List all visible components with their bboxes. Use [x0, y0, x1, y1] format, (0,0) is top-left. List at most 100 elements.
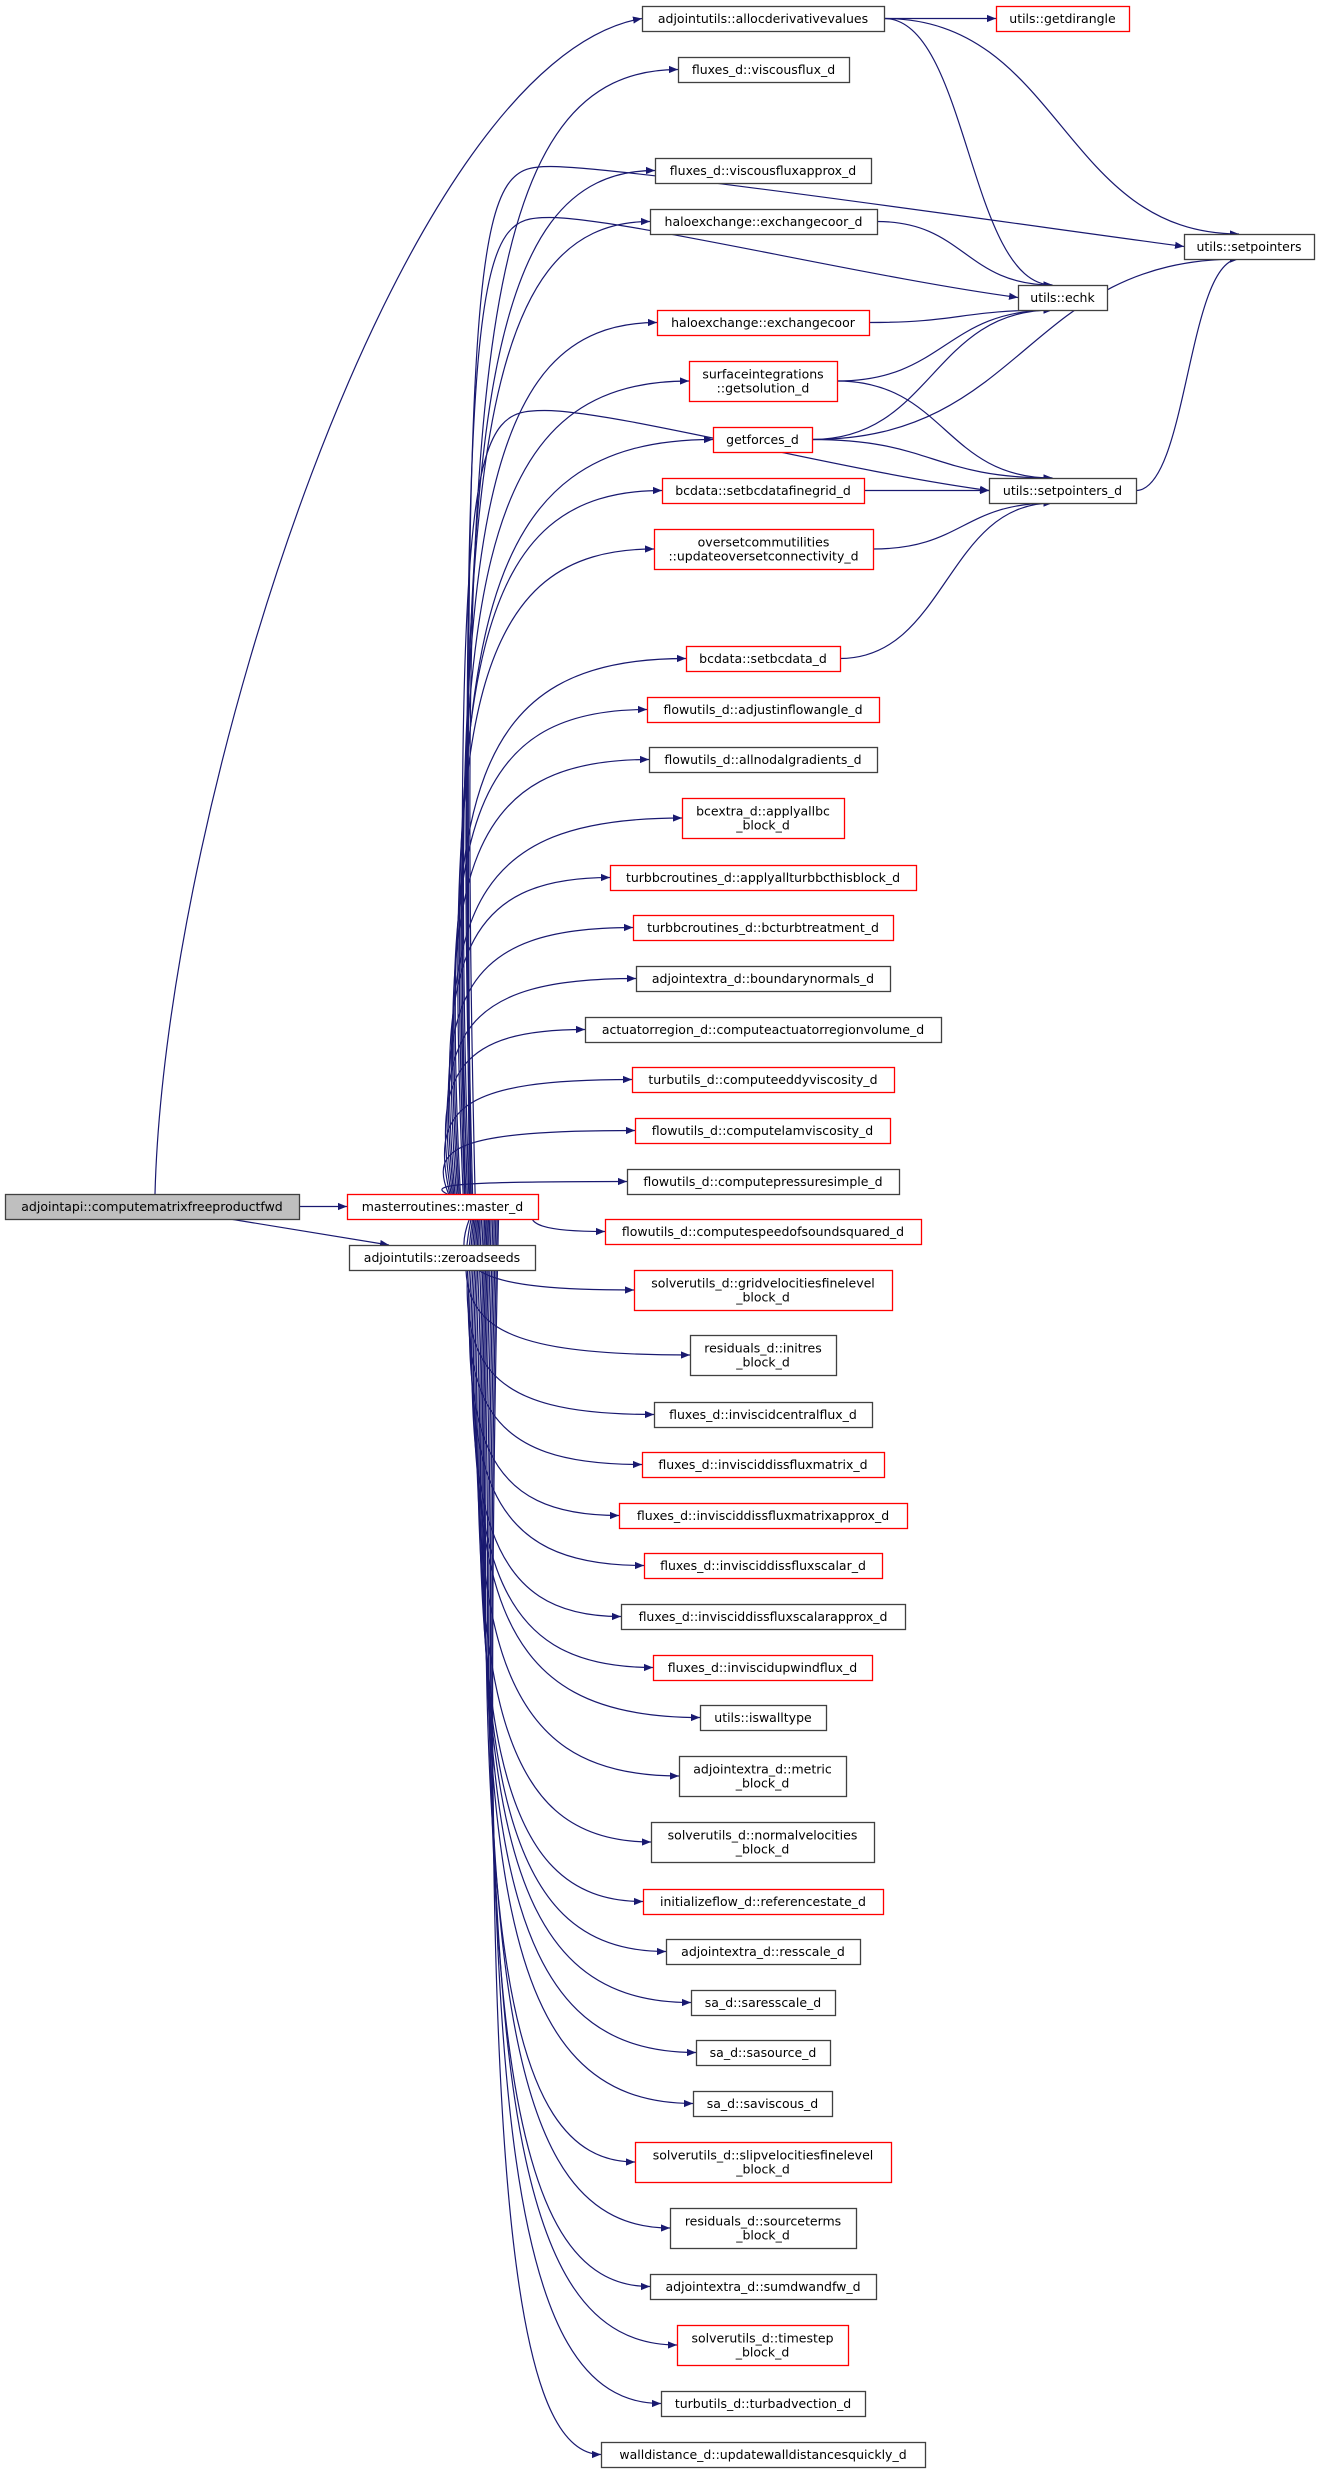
- node-viscousfluxapprox-d[interactable]: fluxes_d::viscousfluxapprox_d: [654, 157, 873, 185]
- node-label: adjointextra_d::metric: [693, 1762, 832, 1777]
- node-metric-block-d[interactable]: adjointextra_d::metric_block_d: [678, 1755, 848, 1798]
- node-getsolution-d[interactable]: surfaceintegrations::getsolution_d: [688, 360, 839, 403]
- node-initres-block-d[interactable]: residuals_d::initres_block_d: [689, 1334, 838, 1377]
- node-turbadvection-d[interactable]: turbutils_d::turbadvection_d: [660, 2390, 867, 2418]
- edge-master-d-to-referencestate-d: [478, 1218, 644, 1906]
- node-box: [1017, 284, 1109, 312]
- node-setpointers[interactable]: utils::setpointers: [1183, 233, 1316, 261]
- node-label: haloexchange::exchangecoor: [671, 315, 856, 330]
- node-box: [642, 1888, 885, 1916]
- node-getforces-d[interactable]: getforces_d: [712, 426, 814, 454]
- node-label: _block_d: [735, 2345, 790, 2360]
- edge-getforces-d-to-setpointers: [811, 255, 1240, 441]
- node-gridvelocitiesfinelevel-block-d[interactable]: solverutils_d::gridvelocitiesfinelevel_b…: [633, 1269, 894, 1312]
- node-box: [649, 2273, 878, 2301]
- edge-master-d-to-boundarynormals-d: [446, 974, 637, 1195]
- node-referencestate-d[interactable]: initializeflow_d::referencestate_d: [642, 1888, 885, 1916]
- node-updateoversetconnectivity-d[interactable]: oversetcommutilities::updateoversetconne…: [653, 528, 875, 571]
- node-computeactuatorregionvolume-d[interactable]: actuatorregion_d::computeactuatorregionv…: [584, 1016, 943, 1044]
- node-saviscous-d[interactable]: sa_d::saviscous_d: [692, 2090, 834, 2118]
- node-label: fluxes_d::invisciddissfluxscalar_d: [660, 1558, 866, 1573]
- node-box: [661, 477, 866, 505]
- node-resscale-d[interactable]: adjointextra_d::resscale_d: [665, 1938, 862, 1966]
- edge-master-d-to-resscale-d: [479, 1218, 667, 1956]
- node-sasource-d[interactable]: sa_d::sasource_d: [695, 2039, 832, 2067]
- node-boundarynormals-d[interactable]: adjointextra_d::boundarynormals_d: [635, 965, 892, 993]
- node-timestep-block-d[interactable]: solverutils_d::timestep_block_d: [676, 2324, 850, 2367]
- node-label: walldistance_d::updatewalldistancesquick…: [619, 2447, 906, 2462]
- node-inviscidissfluxscalarapprox-d[interactable]: fluxes_d::invisciddissfluxscalarapprox_d: [620, 1603, 907, 1631]
- node-inviscidissfluxmatrixapprox-d[interactable]: fluxes_d::invisciddissfluxmatrixapprox_d: [618, 1502, 909, 1530]
- node-label: flowutils_d::computespeedofsoundsquared_…: [622, 1224, 904, 1239]
- node-setpointers-d[interactable]: utils::setpointers_d: [988, 477, 1138, 505]
- node-iswalltype[interactable]: utils::iswalltype: [699, 1704, 828, 1732]
- edge-master-d-to-updateoversetconnectivity-d: [457, 545, 655, 1195]
- node-exchangecoor-d[interactable]: haloexchange::exchangecoor_d: [649, 208, 879, 236]
- node-viscousflux-d[interactable]: fluxes_d::viscousflux_d: [677, 56, 851, 84]
- node-box: [689, 1334, 838, 1377]
- edge-master-d-to-getforces-d: [460, 435, 714, 1195]
- node-label: actuatorregion_d::computeactuatorregionv…: [602, 1022, 924, 1037]
- node-inviscidissfluxmatrix-d[interactable]: fluxes_d::invisciddissfluxmatrix_d: [641, 1451, 886, 1479]
- node-box: [584, 1016, 943, 1044]
- node-label: utils::getdirangle: [1009, 11, 1116, 26]
- node-label: turbbcroutines_d::applyallturbbcthisbloc…: [626, 870, 900, 885]
- node-box: [669, 2207, 858, 2250]
- node-label: sa_d::saviscous_d: [707, 2096, 818, 2111]
- node-allnodalgradients-d[interactable]: flowutils_d::allnodalgradients_d: [648, 746, 879, 774]
- node-zeroadseeds[interactable]: adjointutils::zeroadseeds: [348, 1244, 537, 1272]
- node-box: [635, 965, 892, 993]
- node-box: [676, 2324, 850, 2367]
- node-inviscidissfluxscalar-d[interactable]: fluxes_d::invisciddissfluxscalar_d: [643, 1552, 884, 1580]
- node-computepressuresimple-d[interactable]: flowutils_d::computepressuresimple_d: [626, 1168, 901, 1196]
- node-inviscidupwindflux-d[interactable]: fluxes_d::inviscidupwindflux_d: [652, 1654, 874, 1682]
- node-box: [681, 797, 846, 840]
- node-box: [699, 1704, 828, 1732]
- node-setbcdata-d[interactable]: bcdata::setbcdata_d: [685, 645, 842, 673]
- node-computespeedofsoundsquared-d[interactable]: flowutils_d::computespeedofsoundsquared_…: [604, 1218, 923, 1246]
- node-label: adjointutils::zeroadseeds: [364, 1250, 520, 1265]
- edge-master-d-to-timestep-block-d: [489, 1218, 678, 2349]
- node-box: [600, 2441, 927, 2469]
- node-adjustinflowangle-d[interactable]: flowutils_d::adjustinflowangle_d: [646, 696, 881, 724]
- node-label: fluxes_d::inviscidcentralflux_d: [669, 1407, 857, 1422]
- node-saresscale-d[interactable]: sa_d::saresscale_d: [690, 1989, 837, 2017]
- node-label: bcdata::setbcdatafinegrid_d: [675, 483, 851, 498]
- node-sumdwandfw-d[interactable]: adjointextra_d::sumdwandfw_d: [649, 2273, 878, 2301]
- node-setbcdatafinegrid-d[interactable]: bcdata::setbcdatafinegrid_d: [661, 477, 866, 505]
- edge-setbcdata-d-to-setpointers-d: [839, 499, 1053, 660]
- node-computelamviscosity-d[interactable]: flowutils_d::computelamviscosity_d: [634, 1117, 892, 1145]
- node-box: [633, 1269, 894, 1312]
- node-applyallbc-block-d[interactable]: bcextra_d::applyallbc_block_d: [681, 797, 846, 840]
- node-sourceterms-block-d[interactable]: residuals_d::sourceterms_block_d: [669, 2207, 858, 2250]
- node-box: [653, 528, 875, 571]
- node-label: residuals_d::initres: [704, 1341, 822, 1356]
- node-slipvelocitiesfinelevel-block-d[interactable]: solverutils_d::slipvelocitiesfinelevel_b…: [634, 2141, 893, 2184]
- node-root[interactable]: adjointapi::computematrixfreeproductfwd: [4, 1193, 301, 1221]
- edge-master-d-to-computeactuatorregionvolume-d: [444, 1025, 586, 1195]
- node-allocderivativevalues[interactable]: adjointutils::allocderivativevalues: [641, 5, 886, 33]
- node-updatewalldistancesquickly-d[interactable]: walldistance_d::updatewalldistancesquick…: [600, 2441, 927, 2469]
- node-label: initializeflow_d::referencestate_d: [660, 1894, 866, 1909]
- node-label: adjointextra_d::resscale_d: [681, 1944, 845, 1959]
- edge-master-d-to-viscousflux-d: [469, 65, 679, 1195]
- node-exchangecoor[interactable]: haloexchange::exchangecoor: [656, 309, 871, 337]
- node-label: bcdata::setbcdata_d: [699, 651, 827, 666]
- node-applyallturbbcthisblock-d[interactable]: turbbcroutines_d::applyallturbbcthisbloc…: [609, 864, 918, 892]
- node-box: [988, 477, 1138, 505]
- node-echk[interactable]: utils::echk: [1017, 284, 1109, 312]
- node-normalvelocities-block-d[interactable]: solverutils_d::normalvelocities_block_d: [650, 1821, 876, 1864]
- node-master-d[interactable]: masterroutines::master_d: [346, 1193, 540, 1221]
- node-getdirangle[interactable]: utils::getdirangle: [995, 5, 1131, 33]
- node-label: _block_d: [735, 2228, 790, 2243]
- node-label: fluxes_d::invisciddissfluxmatrix_d: [658, 1457, 867, 1472]
- node-bcturbtreatment-d[interactable]: turbbcroutines_d::bcturbtreatment_d: [632, 914, 895, 942]
- node-label: adjointapi::computematrixfreeproductfwd: [21, 1199, 282, 1214]
- node-computeeddyviscosity-d[interactable]: turbutils_d::computeeddyviscosity_d: [631, 1066, 896, 1094]
- node-label: adjointextra_d::boundarynormals_d: [652, 971, 874, 986]
- edge-master-d-to-allnodalgradients-d: [451, 755, 650, 1195]
- node-inviscidcentralflux-d[interactable]: fluxes_d::inviscidcentralflux_d: [653, 1401, 874, 1429]
- node-label: residuals_d::sourceterms: [685, 2214, 841, 2229]
- edge-updateoversetconnectivity-d-to-setpointers-d: [872, 499, 1053, 550]
